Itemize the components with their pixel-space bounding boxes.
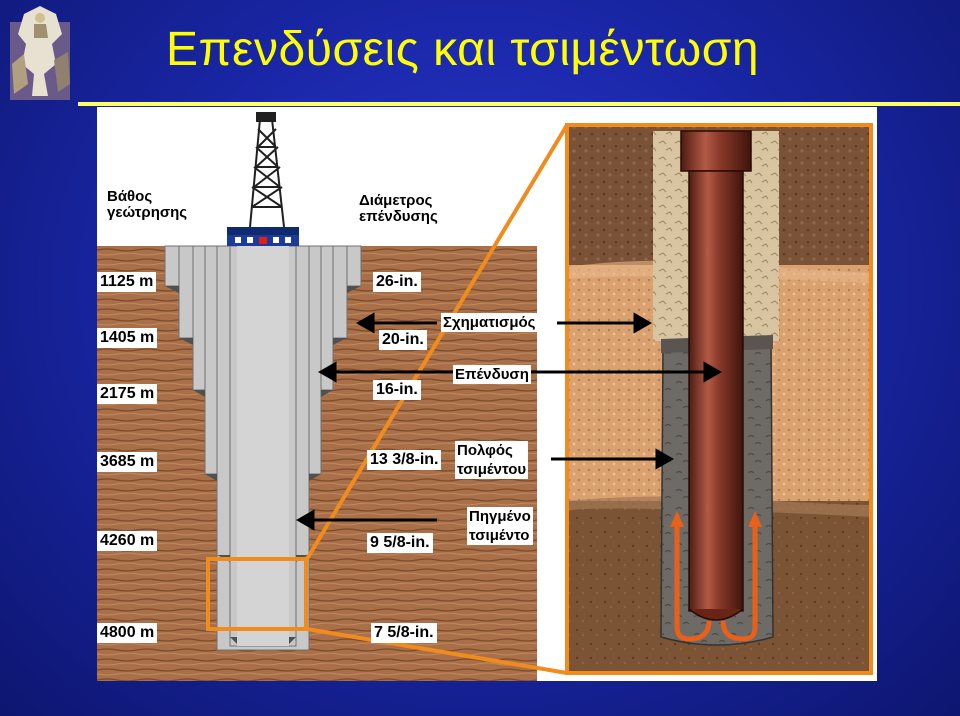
depth-header: Βάθος γεώτρησης bbox=[107, 188, 188, 221]
diameter-label-4: 13 3/8-in. bbox=[367, 450, 442, 470]
casing-label: Επένδυση bbox=[453, 365, 531, 384]
formation-label: Σχηματισμός bbox=[441, 313, 538, 332]
depth-label-5: 4260 m bbox=[97, 531, 158, 551]
depth-label-1: 1125 m bbox=[97, 272, 157, 292]
zoom-line-top bbox=[305, 123, 569, 561]
logo-emblem-icon bbox=[10, 6, 70, 100]
diameter-header: Διάμετρος επένδυσης bbox=[359, 192, 438, 225]
diameter-label-3: 16-in. bbox=[373, 380, 421, 400]
slide-title: Επενδύσεις και τσιμέντωση bbox=[166, 23, 760, 76]
set-cement-label: Πηγμένο τσιμέντο bbox=[467, 507, 533, 545]
depth-label-4: 3685 m bbox=[97, 452, 158, 472]
casing-lines bbox=[178, 246, 348, 474]
diameter-label-1: 26-in. bbox=[373, 272, 421, 292]
slurry-label: Πολφός τσιμέντου bbox=[455, 441, 529, 479]
cement-flow-arrows bbox=[674, 527, 758, 642]
rig-platform bbox=[227, 227, 299, 235]
zoom-line-bottom bbox=[306, 627, 568, 675]
drilling-rig-icon bbox=[249, 112, 285, 228]
depth-label-6: 4800 m bbox=[97, 623, 158, 643]
diameter-label-2: 20-in. bbox=[379, 330, 427, 350]
well-diagram bbox=[97, 112, 873, 681]
depth-label-2: 1405 m bbox=[97, 328, 158, 348]
casing-shoes bbox=[165, 286, 361, 644]
title-underline bbox=[78, 102, 960, 106]
bore-center bbox=[237, 246, 289, 646]
depth-label-3: 2175 m bbox=[97, 384, 158, 404]
diameter-label-6: 7 5/8-in. bbox=[371, 623, 437, 643]
zoom-highlight-box bbox=[206, 557, 308, 631]
diagram-panel: Βάθος γεώτρησης Διάμετρος επένδυσης 1125… bbox=[97, 107, 877, 681]
diameter-label-5: 9 5/8-in. bbox=[367, 533, 433, 553]
zoom-panel bbox=[565, 123, 873, 675]
